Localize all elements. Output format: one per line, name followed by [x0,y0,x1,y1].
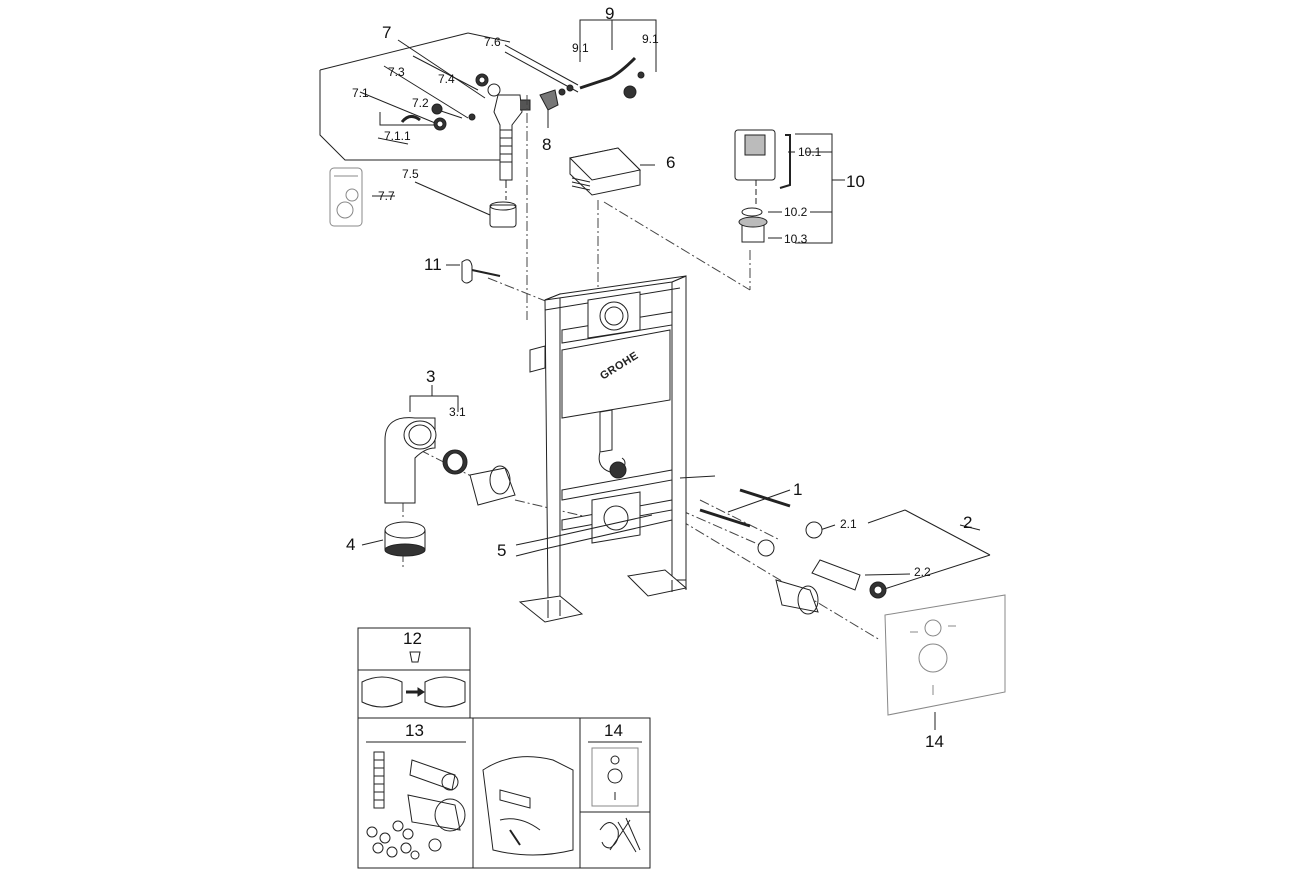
label-12: 12 [403,629,422,648]
part-4-pipe-sleeve [361,521,426,557]
label-8: 8 [542,135,552,154]
label-11: 11 [424,255,442,274]
part-14-sound-insulation-mat [884,594,1006,716]
part-7-bracket [319,32,511,216]
label-10-3: 10.3 [784,232,808,246]
label-7-1-1: 7.1.1 [384,129,411,143]
label-7-6: 7.6 [484,35,501,49]
info-panel-14 [579,717,651,869]
info-panel-toilet [472,717,581,869]
label-7-2: 7.2 [412,96,429,110]
part-2-bracket [819,509,991,593]
part-9-flexible-hose [504,19,657,99]
part-7-fill-valve [400,73,531,228]
part-2-connection-pipes [757,521,887,615]
label-7-3: 7.3 [388,65,405,79]
label-1: 1 [793,480,803,499]
label-2-1: 2.1 [840,517,857,531]
part-1-threaded-rods [679,475,791,528]
label-4: 4 [346,535,356,554]
info-panel-13 [357,717,474,869]
label-9-1-left: 9.1 [572,41,589,55]
part-6-protective-box [568,147,655,196]
label-6: 6 [666,153,676,172]
label-7-7: 7.7 [378,189,395,203]
label-2-2: 2.2 [914,565,931,579]
label-9: 9 [605,4,615,23]
label-3: 3 [426,367,436,386]
label-13: 13 [405,721,424,740]
label-10-1: 10.1 [798,145,822,159]
label-7-4: 7.4 [438,72,455,86]
part-8-bracket [539,89,559,128]
part-7-7-small-parts-bag [329,167,363,227]
label-3-1: 3.1 [449,405,466,419]
label-7-1: 7.1 [352,86,369,100]
label-7: 7 [382,23,392,42]
label-7-5: 7.5 [402,167,419,181]
part-10-flush-valve [734,129,845,244]
part-11-wall-anchor [446,259,501,284]
part-3-drain-bend [384,385,516,506]
info-panel-12 [357,627,471,719]
assembly-guide-lines [402,95,881,641]
installation-frame [518,275,688,623]
label-10-2: 10.2 [784,205,808,219]
label-9-1-right: 9.1 [642,32,659,46]
part-5-bracket [515,514,673,557]
label-10: 10 [846,172,865,191]
label-14-panel: 14 [604,721,623,740]
label-2: 2 [963,513,973,532]
label-5: 5 [497,541,507,560]
label-14: 14 [925,732,944,751]
